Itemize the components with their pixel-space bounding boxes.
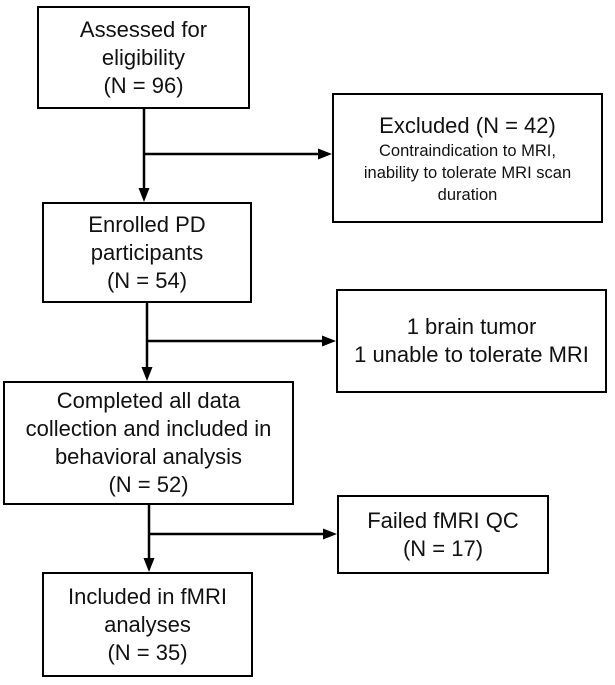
arrowhead-to-failed-qc [323,528,337,540]
arrowhead-to-excluded-after-enrollment [322,335,336,347]
box-enrolled-text: Enrolled PD participants (N = 54) [88,211,206,293]
box-failed-qc-text: Failed fMRI QC (N = 17) [367,507,519,561]
box-excluded-title: Excluded (N = 42) [379,112,556,138]
arrowhead-completed-to-included [143,558,155,572]
arrowhead-to-excluded [318,148,332,160]
box-excluded-after-enrollment: 1 brain tumor 1 unable to tolerate MRI [336,289,607,393]
arrowhead-assessed-to-enrolled [138,188,150,202]
arrowhead-enrolled-to-completed [141,367,153,381]
box-included-text: Included in fMRI analyses (N = 35) [68,583,227,665]
box-completed-text: Completed all data collection and includ… [25,388,272,497]
box-failed-fmri-qc: Failed fMRI QC (N = 17) [337,495,549,574]
box-assessed-text: Assessed for eligibility (N = 96) [79,16,208,98]
box-excluded: Excluded (N = 42) Contraindication to MR… [332,93,603,223]
box-included-in-fmri-analyses: Included in fMRI analyses (N = 35) [42,572,253,677]
box-completed-data-collection: Completed all data collection and includ… [3,381,294,505]
box-enrolled-participants: Enrolled PD participants (N = 54) [42,202,252,303]
box-assessed-for-eligibility: Assessed for eligibility (N = 96) [37,6,250,109]
box-excluded-after-enrollment-text: 1 brain tumor 1 unable to tolerate MRI [354,314,589,367]
box-excluded-detail: Contraindication to MRI, inability to to… [363,141,572,204]
